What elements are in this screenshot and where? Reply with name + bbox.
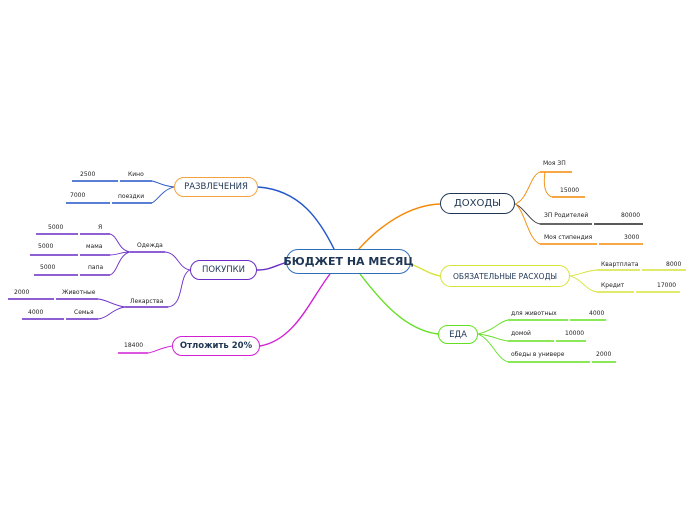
save-connector bbox=[147, 345, 173, 354]
pur-connector-medicine bbox=[167, 269, 191, 308]
inc-connector-my-salary bbox=[514, 171, 541, 205]
ent-connector-kino bbox=[151, 180, 175, 188]
connector-mandatory bbox=[410, 263, 441, 277]
ent-trips-value: 7000 bbox=[70, 192, 86, 199]
animals-value: 2000 bbox=[14, 289, 30, 296]
topic-food[interactable]: ЕДА bbox=[438, 325, 478, 344]
ya-value: 5000 bbox=[48, 224, 64, 231]
mama-value: 5000 bbox=[38, 243, 54, 250]
clothes-connector-mama bbox=[109, 251, 131, 256]
papa-name: папа bbox=[88, 264, 104, 271]
connector-income bbox=[357, 203, 441, 251]
my-salary-connector-value bbox=[543, 171, 553, 198]
parents-salary-name: ЗП Родителей bbox=[544, 212, 589, 219]
clothes-connector-ya bbox=[109, 233, 131, 253]
connector-food bbox=[359, 273, 439, 335]
topic-income[interactable]: ДОХОДЫ bbox=[440, 193, 515, 214]
rent-value: 8000 bbox=[666, 261, 682, 268]
ent-trips-name: поездки bbox=[118, 193, 145, 200]
food-home-value: 10000 bbox=[565, 330, 585, 337]
ent-connector-trips bbox=[151, 186, 175, 204]
ent-kino-value: 2500 bbox=[80, 171, 96, 178]
credit-name: Кредит bbox=[601, 282, 625, 289]
mama-name: мама bbox=[86, 243, 103, 250]
rent-name: Квартплата bbox=[601, 261, 639, 268]
food-connector-uni bbox=[477, 333, 509, 363]
papa-value: 5000 bbox=[40, 264, 56, 271]
medicine-connector-animals bbox=[97, 298, 126, 308]
center-title: БЮДЖЕТ НА МЕСЯЦ bbox=[283, 255, 414, 268]
connector-entertainment bbox=[257, 186, 336, 252]
inc-connector-parents bbox=[514, 203, 541, 225]
clothes-connector-papa bbox=[109, 251, 131, 276]
topic-entertainment[interactable]: РАЗВЛЕЧЕНИЯ bbox=[174, 177, 258, 197]
parents-salary-value: 80000 bbox=[621, 212, 641, 219]
clothes-label: Одежда bbox=[137, 242, 163, 249]
pur-connector-clothes bbox=[164, 251, 191, 271]
center-node[interactable]: БЮДЖЕТ НА МЕСЯЦ bbox=[283, 249, 414, 274]
topic-income-label: ДОХОДЫ bbox=[453, 198, 502, 209]
topic-entertainment-label: РАЗВЛЕЧЕНИЯ bbox=[184, 182, 248, 192]
mand-connector-rent bbox=[569, 269, 598, 277]
save-value: 18400 bbox=[124, 342, 144, 349]
food-animals-value: 4000 bbox=[589, 310, 605, 317]
food-connector-animals bbox=[477, 319, 509, 335]
my-salary-value: 15000 bbox=[560, 187, 580, 194]
ent-kino-name: Кино bbox=[128, 171, 144, 178]
topic-purchases[interactable]: ПОКУПКИ bbox=[190, 260, 257, 280]
scholarship-value: 3000 bbox=[624, 234, 640, 241]
food-home-name: домой bbox=[511, 330, 531, 337]
topic-mandatory[interactable]: ОБЯЗАТЕЛЬНЫЕ РАСХОДЫ bbox=[440, 265, 570, 287]
family-value: 4000 bbox=[28, 309, 44, 316]
topic-save[interactable]: Отложить 20% bbox=[172, 336, 260, 356]
mand-connector-credit bbox=[569, 275, 598, 293]
topic-food-label: ЕДА bbox=[449, 329, 467, 340]
topic-mandatory-label: ОБЯЗАТЕЛЬНЫЕ РАСХОДЫ bbox=[452, 271, 558, 281]
my-salary-name: Моя ЗП bbox=[543, 160, 566, 167]
connector-purchases bbox=[256, 261, 288, 271]
animals-name: Животные bbox=[62, 289, 96, 296]
ya-name: Я bbox=[98, 224, 103, 231]
inc-connector-scholarship bbox=[514, 203, 541, 245]
food-uni-value: 2000 bbox=[596, 351, 612, 358]
medicine-connector-family bbox=[97, 306, 126, 320]
scholarship-name: Моя стипендия bbox=[544, 234, 593, 241]
food-connector-home bbox=[477, 333, 509, 342]
food-animals-name: для животных bbox=[511, 310, 557, 317]
topic-purchases-label: ПОКУПКИ bbox=[201, 265, 246, 275]
family-name: Семья bbox=[74, 309, 94, 316]
connector-save bbox=[259, 273, 331, 347]
topic-save-label: Отложить 20% bbox=[179, 341, 253, 351]
credit-value: 17000 bbox=[657, 282, 677, 289]
medicine-label: Лекарства bbox=[130, 298, 164, 305]
food-uni-name: обеды в универе bbox=[511, 351, 565, 358]
